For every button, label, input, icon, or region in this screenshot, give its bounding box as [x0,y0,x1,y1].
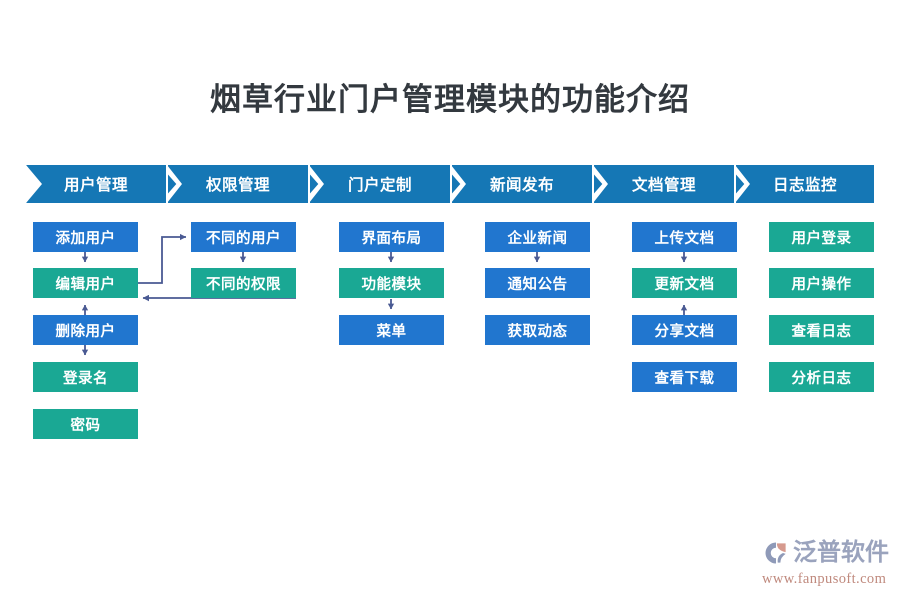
step-arrow-news-publishing[interactable]: 新闻发布 [452,165,592,203]
logo-url: www.fanpusoft.com [762,571,887,587]
node-label: 界面布局 [361,230,422,247]
fanpu-logo-icon [765,542,786,564]
node-share-document[interactable]: 分享文档 [632,315,737,345]
node-add-user[interactable]: 添加用户 [33,222,138,252]
logo-name: 泛普软件 [793,539,889,566]
step-arrow-document-management[interactable]: 文档管理 [594,165,734,203]
node-user-login[interactable]: 用户登录 [769,222,874,252]
arrow-edit-user-to-different-users [138,233,187,284]
node-password[interactable]: 密码 [33,409,138,439]
step-label: 用户管理 [63,177,128,194]
node-user-operation[interactable]: 用户操作 [769,268,874,298]
step-label: 日志监控 [772,177,837,194]
node-label: 分析日志 [791,370,852,387]
page-title: 烟草行业门户管理模块的功能介绍 [210,82,690,117]
node-label: 查看下载 [654,370,715,387]
node-label: 密码 [70,417,101,434]
node-label: 编辑用户 [55,276,116,293]
node-update-document[interactable]: 更新文档 [632,268,737,298]
node-label: 上传文档 [654,230,715,247]
step-label: 新闻发布 [489,177,554,194]
company-logo: 泛普软件 www.fanpusoft.com [762,536,894,590]
node-delete-user[interactable]: 删除用户 [33,315,138,345]
node-label: 功能模块 [361,276,422,293]
step-arrow-permission-management[interactable]: 权限管理 [168,165,308,203]
node-view-download[interactable]: 查看下载 [632,362,737,392]
step-arrow-user-management[interactable]: 用户管理 [26,165,166,203]
node-interface-layout[interactable]: 界面布局 [339,222,444,252]
node-label: 查看日志 [791,323,852,340]
node-label: 登录名 [63,370,108,387]
node-edit-user[interactable]: 编辑用户 [33,268,138,298]
step-arrow-log-monitoring[interactable]: 日志监控 [736,165,874,203]
node-announcement[interactable]: 通知公告 [485,268,590,298]
node-label: 添加用户 [55,230,116,247]
step-label: 权限管理 [205,177,270,194]
step-label: 门户定制 [347,177,412,194]
node-label: 获取动态 [507,323,568,340]
step-arrow-portal-customization[interactable]: 门户定制 [310,165,450,203]
node-label: 不同的权限 [206,276,281,293]
node-label: 菜单 [376,323,407,340]
node-label: 删除用户 [55,323,116,340]
node-label: 不同的用户 [206,230,281,247]
node-label: 通知公告 [507,276,568,293]
node-get-updates[interactable]: 获取动态 [485,315,590,345]
node-different-permissions[interactable]: 不同的权限 [191,268,296,298]
node-function-module[interactable]: 功能模块 [339,268,444,298]
node-view-log[interactable]: 查看日志 [769,315,874,345]
node-company-news[interactable]: 企业新闻 [485,222,590,252]
node-label: 分享文档 [654,323,715,340]
node-label: 更新文档 [654,276,715,293]
node-login-name[interactable]: 登录名 [33,362,138,392]
node-menu[interactable]: 菜单 [339,315,444,345]
node-label: 企业新闻 [507,230,568,247]
process-step-band: 用户管理 权限管理 门户定制 新闻发布 文档管理 日志监控 [26,165,874,203]
node-label: 用户操作 [791,276,852,293]
node-label: 用户登录 [791,230,852,247]
node-different-users[interactable]: 不同的用户 [191,222,296,252]
node-analyze-log[interactable]: 分析日志 [769,362,874,392]
node-upload-document[interactable]: 上传文档 [632,222,737,252]
step-label: 文档管理 [631,177,696,194]
